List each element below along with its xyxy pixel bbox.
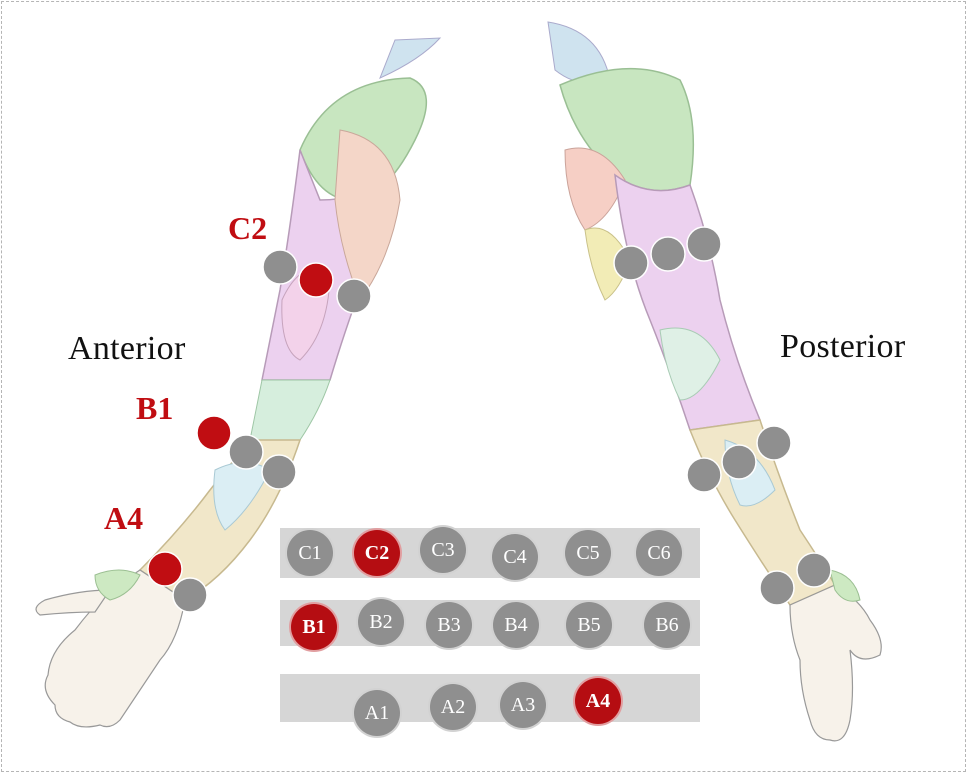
marker-label-c2: C2 — [228, 210, 267, 247]
electrode-dot — [173, 578, 207, 612]
electrode-dot — [337, 279, 371, 313]
pad-c6[interactable]: C6 — [634, 528, 684, 578]
pad-a3[interactable]: A3 — [498, 680, 548, 730]
electrode-dot — [722, 445, 756, 479]
marker-label-b1: B1 — [136, 390, 173, 427]
pad-b1[interactable]: B1 — [289, 602, 339, 652]
electrode-dot — [651, 237, 685, 271]
pad-a2[interactable]: A2 — [428, 682, 478, 732]
electrode-dot — [687, 458, 721, 492]
pad-b4[interactable]: B4 — [491, 600, 541, 650]
electrode-dot — [687, 227, 721, 261]
pad-c1[interactable]: C1 — [285, 528, 335, 578]
electrode-dot — [614, 246, 648, 280]
electrode-dot — [797, 553, 831, 587]
pad-c4[interactable]: C4 — [490, 532, 540, 582]
pad-b5[interactable]: B5 — [564, 600, 614, 650]
electrode-dot — [263, 250, 297, 284]
electrode-dot-active — [299, 263, 333, 297]
pad-a1[interactable]: A1 — [352, 688, 402, 738]
pad-c3[interactable]: C3 — [418, 525, 468, 575]
electrode-dot — [229, 435, 263, 469]
electrode-dot — [757, 426, 791, 460]
electrode-dot-active — [197, 416, 231, 450]
pad-a4[interactable]: A4 — [573, 676, 623, 726]
electrode-strip-a — [280, 674, 700, 722]
pad-c5[interactable]: C5 — [563, 528, 613, 578]
pad-b2[interactable]: B2 — [356, 597, 406, 647]
electrode-dot-active — [148, 552, 182, 586]
anterior-label: Anterior — [68, 330, 186, 368]
posterior-label: Posterior — [780, 328, 905, 366]
electrode-dot — [262, 455, 296, 489]
pad-b6[interactable]: B6 — [642, 600, 692, 650]
pad-c2[interactable]: C2 — [352, 528, 402, 578]
electrode-strip-b — [280, 600, 700, 646]
marker-label-a4: A4 — [104, 500, 143, 537]
pad-b3[interactable]: B3 — [424, 600, 474, 650]
electrode-dot — [760, 571, 794, 605]
